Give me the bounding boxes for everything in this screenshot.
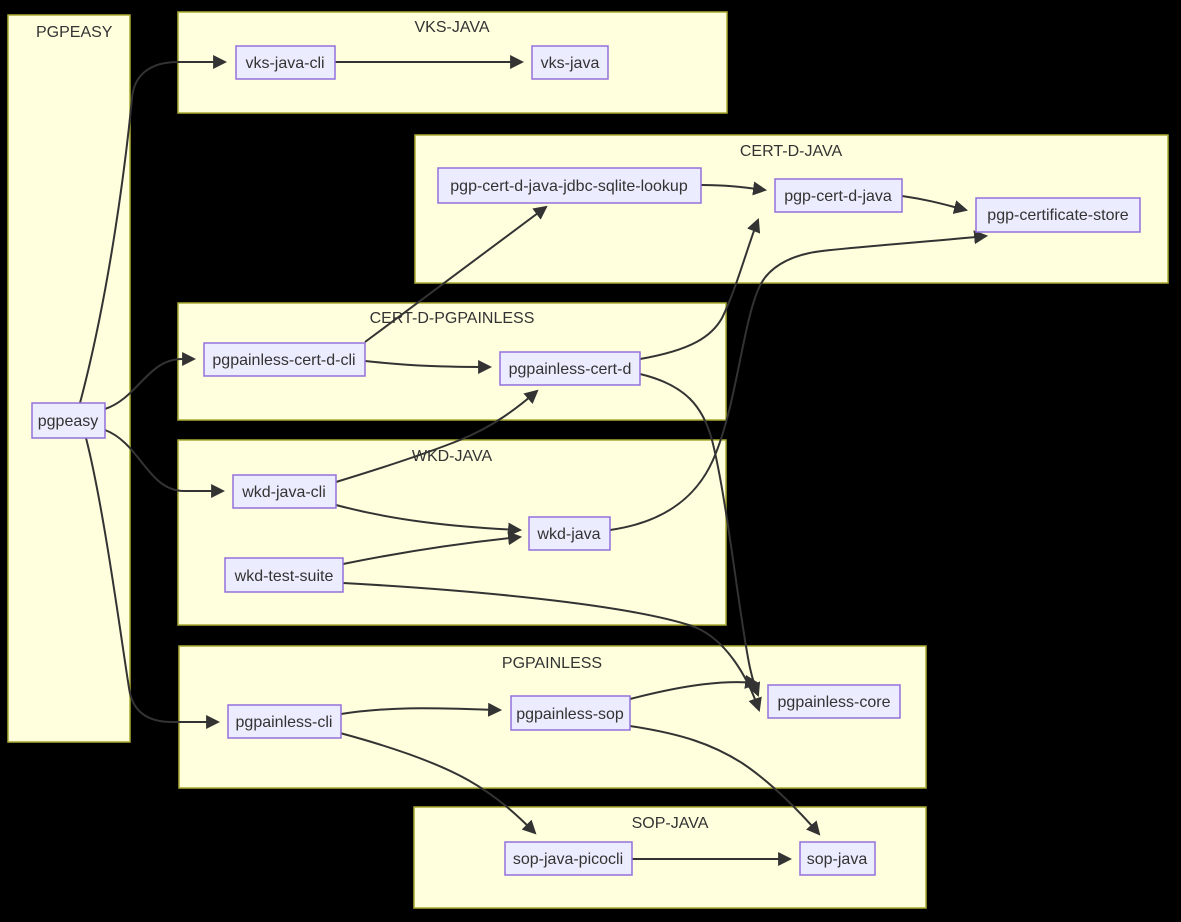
node-wkd-test-suite-label: wkd-test-suite <box>234 568 334 585</box>
node-sop-java-box <box>799 841 876 876</box>
node-wkd-java-cli-label: wkd-java-cli <box>241 484 326 501</box>
cluster-pgpeasy: PGPEASY <box>7 14 131 743</box>
edge-pgpeasy--pgpainless-cert-d-cli <box>104 352 197 410</box>
node-sop-java-picocli: sop-java-picocli <box>504 841 633 876</box>
edge-pgpainless-cert-d--pgp-cert-d-java <box>639 218 761 360</box>
node-pgpeasy-box <box>31 402 106 439</box>
edge-pgpainless-cert-d-cli--pgpainless-cert-d <box>364 359 493 374</box>
node-pgpainless-core: pgpainless-core <box>767 684 901 719</box>
node-vks-java: vks-java <box>531 45 609 80</box>
edge-wkd-java-cli--wkd-java <box>335 504 523 537</box>
cluster-pgpainless-title: PGPAINLESS <box>502 655 602 672</box>
node-jdbc-sqlite-lookup-box <box>437 167 702 204</box>
node-pgpainless-sop-box <box>510 695 631 731</box>
cluster-cert-d-java-title: CERT-D-JAVA <box>740 143 843 160</box>
cluster-wkd-java: WKD-JAVA <box>177 439 727 626</box>
node-pgpainless-cli-label: pgpainless-cli <box>236 714 333 731</box>
node-pgpainless-cert-d-label: pgpainless-cert-d <box>509 361 632 378</box>
cluster-sop-java-title: SOP-JAVA <box>632 815 709 832</box>
node-pgpainless-core-label: pgpainless-core <box>778 694 891 711</box>
edge-pgp-cert-d-java--pgp-certificate-store <box>901 195 969 214</box>
cluster-cert-d-pgpainless-title: CERT-D-PGPAINLESS <box>370 310 535 327</box>
node-pgpainless-sop-label: pgpainless-sop <box>516 706 624 723</box>
node-pgp-cert-d-java-label: pgp-cert-d-java <box>784 188 892 205</box>
edge-pgpeasy--wkd-java-cli <box>104 429 226 498</box>
node-pgpainless-cert-d-cli: pgpainless-cert-d-cli <box>203 342 366 377</box>
node-pgp-certificate-store: pgp-certificate-store <box>975 197 1141 233</box>
edge-wkd-test-suite--pgpainless-core <box>342 582 762 712</box>
edge-pgpainless-sop--sop-java <box>629 725 821 836</box>
node-vks-java-cli-box <box>235 45 336 80</box>
cluster-wkd-java-box <box>177 439 727 626</box>
cluster-vks-java-title: VKS-JAVA <box>415 19 490 36</box>
node-wkd-test-suite: wkd-test-suite <box>224 557 344 593</box>
edge-pgpainless-cert-d-cli--jdbc-sqlite-lookup <box>364 205 548 343</box>
node-sop-java-label: sop-java <box>807 851 868 868</box>
node-sop-java-picocli-box <box>504 841 633 876</box>
node-pgp-cert-d-java-box <box>774 178 903 213</box>
node-pgpainless-cert-d-box <box>499 351 641 386</box>
node-pgpainless-cli: pgpainless-cli <box>227 704 342 739</box>
node-pgpainless-cert-d-cli-label: pgpainless-cert-d-cli <box>212 352 355 369</box>
node-sop-java-picocli-label: sop-java-picocli <box>513 851 623 868</box>
node-wkd-java: wkd-java <box>528 516 611 551</box>
node-wkd-java-label: wkd-java <box>536 526 600 543</box>
node-wkd-test-suite-box <box>224 557 344 593</box>
node-vks-java-cli: vks-java-cli <box>235 45 336 80</box>
node-wkd-java-cli-box <box>232 474 337 509</box>
node-vks-java-label: vks-java <box>541 55 600 72</box>
node-pgpeasy-label: pgpeasy <box>38 413 99 430</box>
cluster-pgpeasy-box <box>7 14 131 743</box>
cluster-wkd-java-title: WKD-JAVA <box>412 448 493 465</box>
node-pgpainless-sop: pgpainless-sop <box>510 695 631 731</box>
node-pgp-certificate-store-label: pgp-certificate-store <box>987 207 1128 224</box>
node-vks-java-cli-label: vks-java-cli <box>245 55 324 72</box>
edge-pgpainless-cli--sop-java-picocli <box>339 732 537 835</box>
node-pgp-certificate-store-box <box>975 197 1141 233</box>
node-pgpainless-cert-d-cli-box <box>203 342 366 377</box>
edges-layer <box>79 55 989 866</box>
cluster-pgpeasy-title: PGPEASY <box>36 24 113 41</box>
edge-wkd-test-suite--wkd-java <box>342 531 523 565</box>
node-pgpainless-cli-box <box>227 704 342 739</box>
node-pgp-cert-d-java: pgp-cert-d-java <box>774 178 903 213</box>
edge-pgpainless-cli--pgpainless-sop <box>340 702 503 717</box>
edge-jdbc-sqlite-lookup--pgp-cert-d-java <box>700 181 768 196</box>
edge-pgpainless-sop--pgpainless-core <box>629 674 760 700</box>
edge-pgpeasy--pgpainless-cli <box>85 437 221 729</box>
node-pgpainless-cert-d: pgpainless-cert-d <box>499 351 641 386</box>
node-pgpainless-core-box <box>767 684 901 719</box>
node-sop-java: sop-java <box>799 841 876 876</box>
node-pgpeasy: pgpeasy <box>31 402 106 439</box>
node-pgp-cert-d-java-jdbc-sqlite-lookup: pgp-cert-d-java-jdbc-sqlite-lookup <box>437 167 702 204</box>
node-wkd-java-cli: wkd-java-cli <box>232 474 337 509</box>
edge-wkd-java-cli--pgpainless-cert-d <box>335 389 539 483</box>
node-vks-java-box <box>531 45 609 80</box>
node-jdbc-sqlite-lookup-label: pgp-cert-d-java-jdbc-sqlite-lookup <box>450 178 688 195</box>
edge-pgpeasy--vks-java-cli <box>79 55 228 404</box>
edge-wkd-java--pgp-certificate-store <box>609 230 989 531</box>
node-wkd-java-box <box>528 516 611 551</box>
